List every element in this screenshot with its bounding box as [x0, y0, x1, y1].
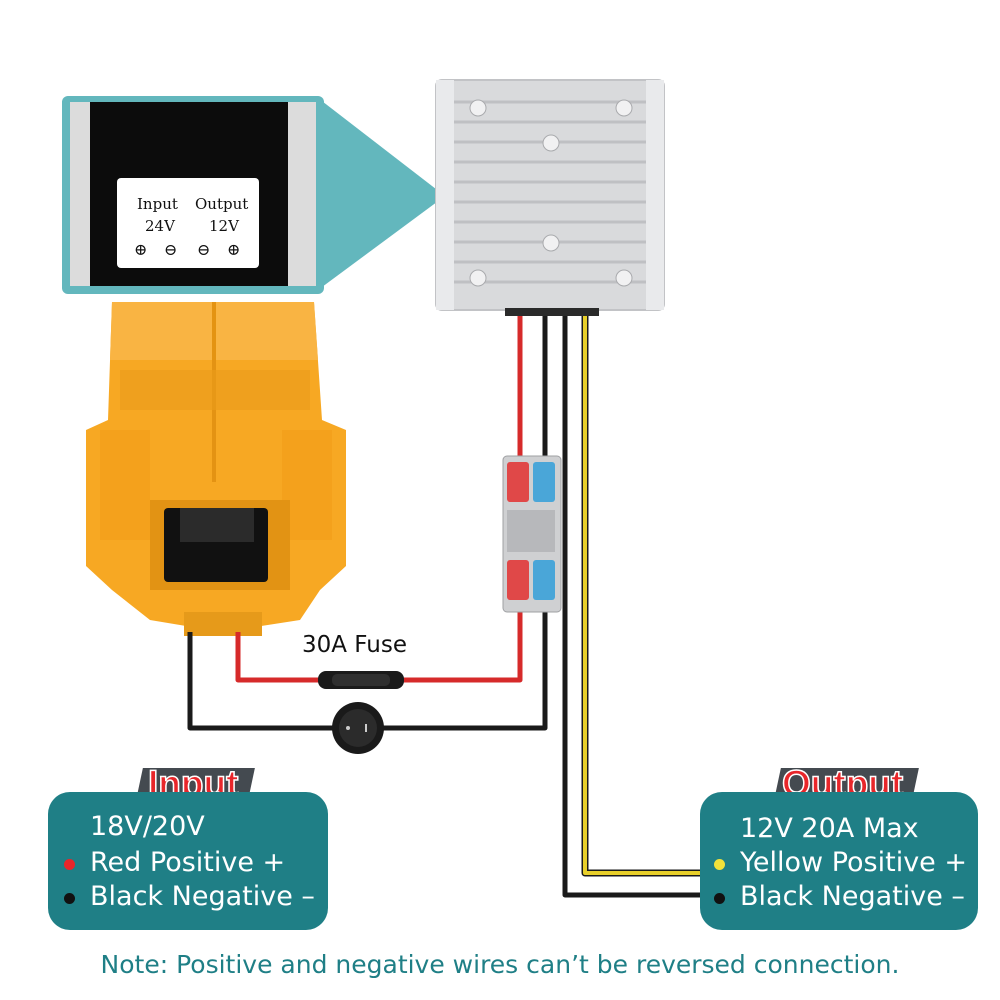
- input-negative-text: Black Negative –: [90, 881, 315, 912]
- label-output-title: Output: [195, 195, 249, 213]
- dc-converter-icon: [435, 79, 665, 316]
- black-output-wire: [562, 316, 708, 898]
- red-dot-icon: [64, 859, 75, 870]
- label-input-title: Input: [137, 195, 178, 213]
- input-positive-text: Red Positive +: [90, 847, 286, 878]
- terminal-output-positive-icon: ⊕: [227, 240, 241, 259]
- terminal-input-negative-icon: ⊖: [164, 240, 178, 259]
- terminal-output-negative-icon: ⊖: [197, 240, 211, 259]
- output-negative-line: Black Negative –: [714, 881, 965, 912]
- yellow-output-wire: [581, 316, 708, 877]
- output-positive-line: Yellow Positive +: [714, 847, 967, 878]
- rocker-switch-icon: [332, 702, 384, 754]
- battery-adapter-icon: [86, 302, 346, 636]
- yellow-dot-icon: [714, 859, 725, 870]
- input-panel: 18V/20V Red Positive + Black Negative –: [48, 792, 328, 930]
- wires: [187, 316, 708, 898]
- output-negative-text: Black Negative –: [740, 881, 965, 912]
- black-dot-icon: [714, 893, 725, 904]
- output-rating: 12V 20A Max: [740, 813, 919, 844]
- converter-label-card: Input 24V Output 12V ⊕ ⊖ ⊖ ⊕: [117, 178, 259, 268]
- lever-connector-icon: [502, 455, 562, 613]
- output-positive-text: Yellow Positive +: [740, 847, 967, 878]
- fuse-label: 30A Fuse: [302, 632, 407, 658]
- terminal-input-positive-icon: ⊕: [134, 240, 148, 259]
- label-output-voltage: 12V: [209, 217, 239, 235]
- output-panel: 12V 20A Max Yellow Positive + Black Nega…: [700, 792, 978, 930]
- black-dot-icon: [64, 893, 75, 904]
- note-text: Note: Positive and negative wires can’t …: [100, 950, 900, 979]
- input-negative-line: Black Negative –: [64, 881, 315, 912]
- inline-fuse-icon: [318, 671, 404, 689]
- input-voltage: 18V/20V: [90, 811, 205, 842]
- input-positive-line: Red Positive +: [64, 847, 286, 878]
- label-input-voltage: 24V: [145, 217, 175, 235]
